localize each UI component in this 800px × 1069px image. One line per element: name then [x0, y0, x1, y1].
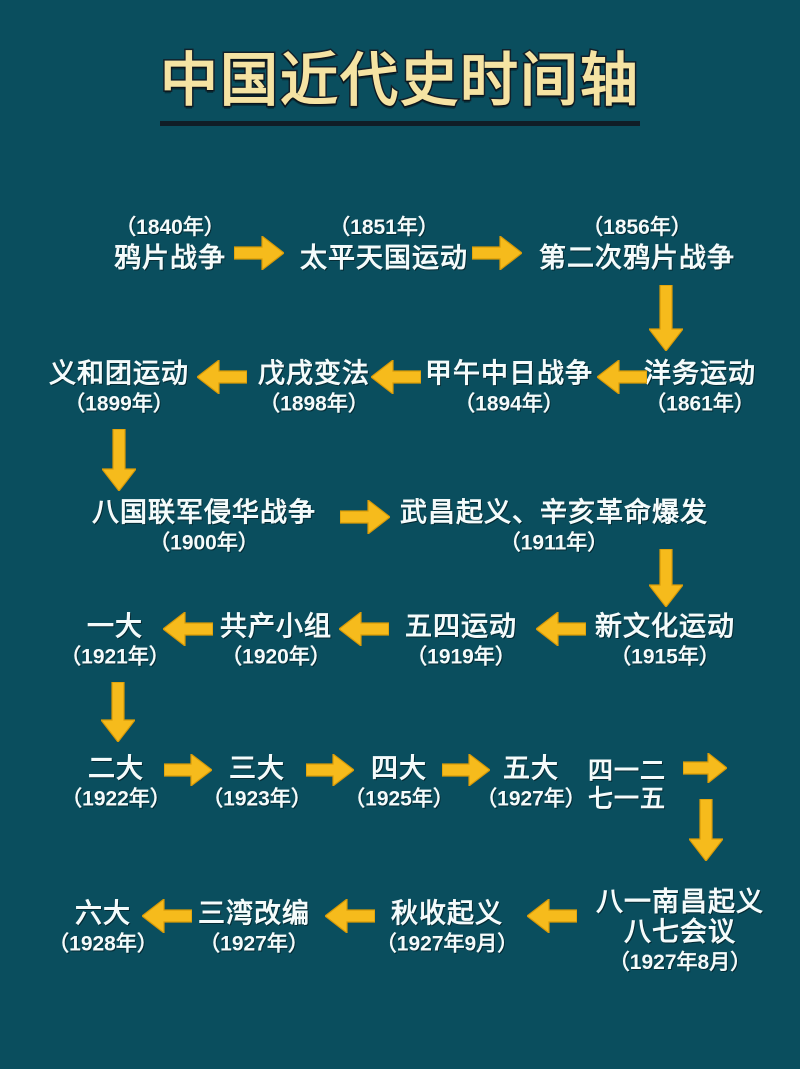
page-title-wrap: 中国近代史时间轴 [0, 47, 800, 126]
node-label: 洋务运动 [644, 358, 756, 389]
node-coups: 四一二 七一五 [588, 757, 666, 813]
arrow-fourth-to-fifth-congress [442, 754, 490, 786]
node-sanwan: 三湾改编 （1927年） [198, 898, 310, 957]
arrow-communist-group-to-first-congress [163, 612, 213, 646]
node-label: 五大 [503, 753, 559, 784]
arrow-coups-to-nanchang [689, 799, 723, 861]
node-sixth-congress: 六大 （1928年） [48, 898, 158, 957]
node-year: （1915年） [610, 645, 720, 669]
node-label: 义和团运动 [49, 358, 189, 389]
node-year: （1927年9月） [375, 932, 519, 956]
node-year: （1899年） [64, 392, 174, 416]
node-opium-war: （1840年） 鸦片战争 [114, 215, 226, 273]
arrow-yihetuan-to-eight-nation [102, 429, 136, 491]
node-label: 秋收起义 [391, 898, 503, 929]
arrow-opium-to-taiping [234, 236, 284, 270]
node-new-culture: 新文化运动 （1915年） [595, 611, 735, 670]
node-label: 三大 [229, 753, 285, 784]
node-may-fourth: 五四运动 （1919年） [405, 611, 517, 670]
node-label: 三湾改编 [198, 898, 310, 929]
arrow-second-opium-to-westernization [649, 285, 683, 351]
node-label: 四大 [371, 753, 427, 784]
node-label: 甲午中日战争 [425, 358, 593, 389]
node-nanchang: 八一南昌起义 八七会议 （1927年8月） [596, 887, 764, 977]
node-label-line2: 七一五 [587, 785, 667, 813]
node-label: 二大 [88, 753, 144, 784]
node-year: （1894年） [454, 392, 564, 416]
node-label: 八国联军侵华战争 [92, 497, 316, 528]
node-yihetuan: 义和团运动 （1899年） [49, 358, 189, 417]
node-third-congress: 三大 （1923年） [202, 753, 312, 812]
node-label-line1: 四一二 [587, 757, 667, 785]
arrow-eight-nation-to-wuchang [340, 500, 390, 534]
arrow-wuchang-to-new-culture [649, 549, 683, 607]
node-year: （1920年） [221, 645, 331, 669]
node-year: （1927年） [199, 932, 309, 956]
arrow-fifth-to-coups [683, 753, 727, 783]
node-year: （1851年） [329, 215, 439, 239]
node-label: 鸦片战争 [114, 243, 226, 274]
node-year: （1919年） [406, 645, 516, 669]
arrow-second-to-third-congress [164, 754, 212, 786]
node-communist-group: 共产小组 （1920年） [220, 611, 332, 670]
arrow-sanwan-to-sixth-congress [142, 899, 192, 933]
node-label: 共产小组 [220, 611, 332, 642]
node-fourth-congress: 四大 （1925年） [344, 753, 454, 812]
arrow-first-congress-to-second-congress [101, 682, 135, 742]
node-year: （1928年） [48, 932, 158, 956]
node-year: （1840年） [115, 215, 225, 239]
node-fifth-congress: 五大 （1927年） [476, 753, 586, 812]
node-westernization: 洋务运动 （1861年） [644, 358, 756, 417]
node-year: （1923年） [202, 787, 312, 811]
node-label: 一大 [87, 611, 143, 642]
node-label: 新文化运动 [595, 611, 735, 642]
node-label-line1: 八一南昌起义 [596, 887, 764, 918]
node-label: 五四运动 [405, 611, 517, 642]
node-year: （1921年） [60, 645, 170, 669]
arrow-jiawu-to-wuxu [371, 360, 421, 394]
node-jiawu-war: 甲午中日战争 （1894年） [425, 358, 593, 417]
node-label: 武昌起义、辛亥革命爆发 [400, 497, 708, 528]
node-autumn-harvest: 秋收起义 （1927年9月） [376, 898, 518, 957]
node-label: 第二次鸦片战争 [539, 243, 735, 274]
arrow-wuxu-to-yihetuan [197, 360, 247, 394]
arrow-nanchang-to-autumn-harvest [527, 899, 577, 933]
node-year: （1911年） [499, 531, 609, 555]
node-eight-nation: 八国联军侵华战争 （1900年） [92, 497, 316, 556]
node-label: 太平天国运动 [300, 243, 468, 274]
arrow-may-fourth-to-communist-group [339, 612, 389, 646]
page-title: 中国近代史时间轴 [158, 47, 640, 126]
arrow-taiping-to-second-opium [472, 236, 522, 270]
node-year: （1925年） [344, 787, 454, 811]
arrow-new-culture-to-may-fourth [536, 612, 586, 646]
node-label: 六大 [75, 898, 131, 929]
node-second-congress: 二大 （1922年） [61, 753, 171, 812]
node-first-congress: 一大 （1921年） [60, 611, 170, 670]
arrow-westernization-to-jiawu [597, 360, 647, 394]
node-year: （1898年） [259, 392, 369, 416]
node-label-line2: 八七会议 [624, 917, 736, 948]
node-year: （1922年） [61, 787, 171, 811]
node-year: （1927年） [476, 787, 586, 811]
node-year: （1927年8月） [608, 951, 752, 975]
node-second-opium-war: （1856年） 第二次鸦片战争 [539, 215, 735, 273]
node-taiping: （1851年） 太平天国运动 [300, 215, 468, 273]
node-label: 戊戌变法 [258, 358, 370, 389]
node-year: （1900年） [149, 531, 259, 555]
arrow-third-to-fourth-congress [306, 754, 354, 786]
arrow-autumn-harvest-to-sanwan [325, 899, 375, 933]
node-year: （1856年） [582, 215, 692, 239]
node-wuxu-reform: 戊戌变法 （1898年） [258, 358, 370, 417]
node-year: （1861年） [645, 392, 755, 416]
node-wuchang: 武昌起义、辛亥革命爆发 （1911年） [400, 497, 708, 556]
